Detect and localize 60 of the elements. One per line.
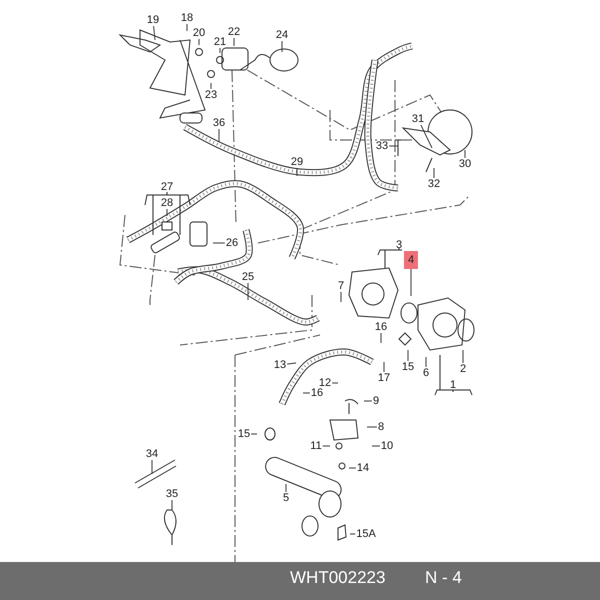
- leader-line: [153, 26, 156, 40]
- callout-number: 11: [309, 440, 323, 452]
- leader-line: [464, 150, 466, 158]
- callout-number: 27: [160, 181, 174, 193]
- callout-number: 1: [448, 379, 458, 391]
- leader-line: [210, 82, 212, 90]
- callout-number: 14: [356, 462, 370, 474]
- leader-line: [186, 24, 188, 32]
- leader-line: [410, 268, 412, 296]
- leader-line: [462, 350, 464, 364]
- leader-line: [286, 362, 296, 365]
- callout-number: 2: [458, 363, 468, 375]
- leader-line: [332, 382, 338, 384]
- callout-number: 26: [224, 237, 240, 249]
- callout-number: 9: [372, 395, 380, 407]
- leader-line: [364, 400, 372, 402]
- callout-number: 22: [226, 26, 242, 38]
- callout-number: 25: [240, 271, 256, 283]
- leader-line: [420, 124, 432, 148]
- callout-number: 19: [146, 14, 160, 26]
- callout-number: 12: [318, 377, 332, 389]
- callout-number: 15: [400, 361, 416, 373]
- leader-line: [212, 242, 226, 244]
- callout-number: 10: [380, 440, 394, 452]
- callout-number: 29: [290, 156, 304, 168]
- leader-line: [380, 332, 382, 344]
- callout-number: 33: [374, 140, 390, 152]
- footer-text: WHT002223: [290, 568, 386, 588]
- callout-number: 8: [376, 421, 386, 433]
- highlighted-callout-number: 4: [404, 251, 418, 269]
- leader-line: [366, 426, 378, 428]
- leader-line: [340, 292, 342, 302]
- callout-number: 16: [374, 321, 388, 333]
- callout-number: 31: [410, 113, 426, 125]
- leader-line: [166, 208, 168, 216]
- callout-number: 21: [212, 36, 228, 48]
- callout-number: 7: [336, 280, 346, 292]
- callout-number: 23: [204, 89, 218, 101]
- leader-line: [302, 392, 310, 394]
- callout-number: 24: [274, 29, 290, 41]
- callout-number: 36: [212, 117, 226, 129]
- callout-number: 15: [236, 428, 252, 440]
- callout-number: 6: [422, 367, 430, 379]
- callout-number: 20: [192, 27, 206, 39]
- callout-number: 3: [394, 239, 404, 251]
- callout-number: 30: [458, 158, 472, 170]
- callout-number: 28: [160, 197, 174, 209]
- callout-number: 16: [310, 387, 324, 399]
- callout-number: 17: [376, 372, 392, 384]
- callout-number: 32: [426, 178, 442, 190]
- callout-number: 13: [272, 359, 288, 371]
- callout-number: 34: [144, 448, 160, 460]
- callout-number: 18: [180, 12, 194, 24]
- callout-number: 35: [164, 488, 180, 500]
- leader-line: [198, 38, 200, 46]
- callout-number: 15A: [355, 528, 377, 540]
- footer-text: N - 4: [425, 568, 462, 588]
- leader-line: [296, 168, 298, 176]
- callout-number: 5: [282, 492, 290, 504]
- leader-line: [218, 128, 220, 142]
